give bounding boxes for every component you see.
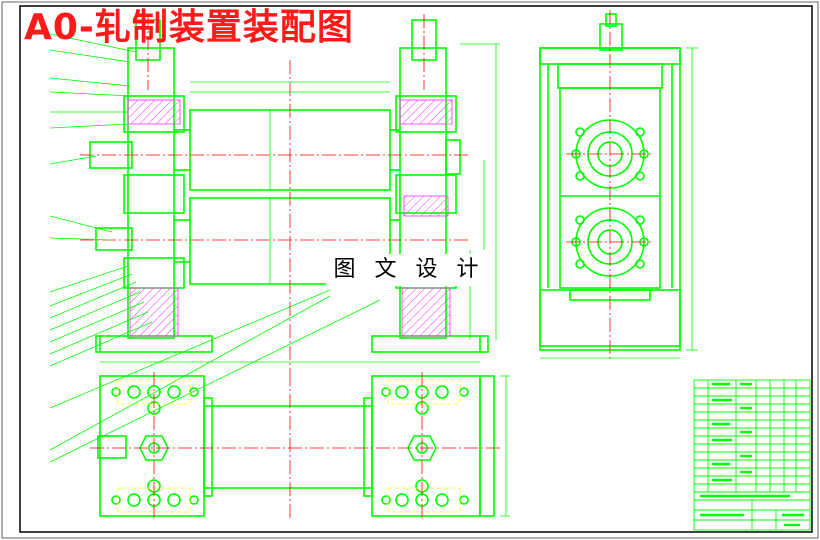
watermark-stamp: 图 文 设 计 bbox=[326, 254, 492, 286]
front-view-centerlines bbox=[80, 14, 470, 372]
parts-list-fill bbox=[700, 382, 804, 527]
side-view-dimensions bbox=[540, 47, 698, 359]
drawing-title: A0-轧制装置装配图 bbox=[24, 7, 354, 48]
top-view bbox=[97, 375, 495, 517]
section-hatching bbox=[127, 99, 453, 337]
parts-list-table bbox=[693, 379, 811, 531]
side-view-centerlines bbox=[566, 10, 654, 360]
top-view-dimension bbox=[500, 375, 510, 517]
leader-lines bbox=[49, 33, 500, 463]
drawing-border bbox=[19, 5, 813, 533]
top-view-centerlines bbox=[90, 372, 500, 520]
